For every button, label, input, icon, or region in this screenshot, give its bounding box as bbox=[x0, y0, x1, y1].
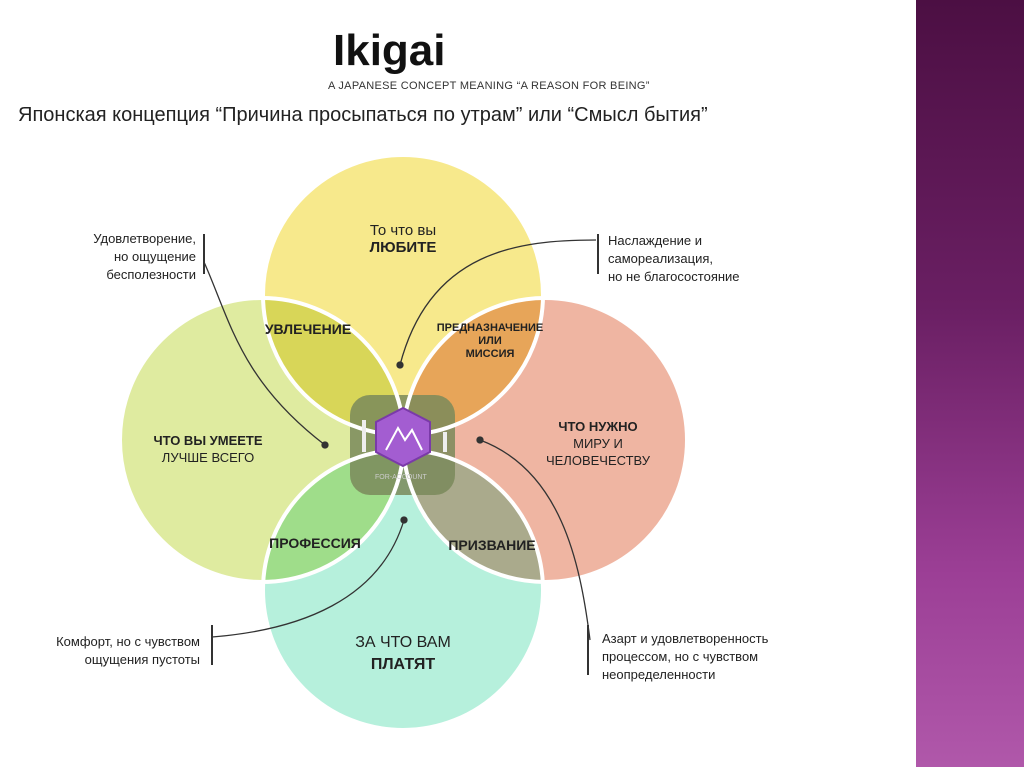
world-needs-line3: ЧЕЛОВЕЧЕСТВУ bbox=[545, 453, 651, 468]
note-line: Наслаждение и bbox=[608, 233, 702, 248]
venn-diagram bbox=[118, 153, 689, 732]
note-line: самореализация, bbox=[608, 251, 713, 266]
passion-label: УВЛЕЧЕНИЕ bbox=[264, 321, 352, 337]
russian-title: Японская концепция “Причина просыпаться … bbox=[18, 104, 708, 126]
note-line: но не благосостояние bbox=[608, 269, 740, 284]
note-top-right: Наслаждение и самореализация, но не благ… bbox=[608, 232, 740, 286]
subtitle: A JAPANESE CONCEPT MEANING “A REASON FOR… bbox=[328, 80, 650, 92]
mission-label: ПРЕДНАЗНАЧЕНИЕ ИЛИ МИССИЯ bbox=[437, 322, 544, 361]
vocation-label: ПРИЗВАНИЕ bbox=[448, 537, 536, 553]
love-line2: ЛЮБИТЕ bbox=[369, 239, 437, 256]
note-line: но ощущение bbox=[113, 249, 196, 264]
good-at-line2: ЛУЧШЕ ВСЕГО bbox=[161, 450, 255, 465]
note-line: неопределенности bbox=[602, 667, 716, 682]
note-line: процессом, но с чувством bbox=[602, 649, 759, 664]
world-needs-line1: ЧТО НУЖНО bbox=[558, 419, 638, 434]
logo-caption: FOR-ACCOUNT bbox=[375, 474, 427, 481]
mission-line1: ПРЕДНАЗНАЧЕНИЕ bbox=[436, 322, 544, 334]
connector-lines bbox=[203, 234, 599, 675]
title: Ikigai bbox=[333, 26, 446, 75]
note-line: Комфорт, но с чувством bbox=[56, 634, 200, 649]
logo-icon bbox=[362, 406, 447, 468]
mission-line3: МИССИЯ bbox=[465, 348, 515, 360]
world-needs-label: ЧТО НУЖНО МИРУ И ЧЕЛОВЕЧЕСТВУ bbox=[546, 418, 650, 469]
paid-for-line1: ЗА ЧТО ВАМ bbox=[355, 634, 451, 651]
mission-line2: ИЛИ bbox=[478, 335, 502, 347]
note-line: ощущения пустоты bbox=[84, 652, 200, 667]
love-line1: То что вы bbox=[369, 222, 437, 239]
world-needs-line2: МИРУ И bbox=[573, 436, 623, 451]
good-at-label: ЧТО ВЫ УМЕЕТЕ ЛУЧШЕ ВСЕГО bbox=[153, 432, 262, 466]
profession-label: ПРОФЕССИЯ bbox=[269, 535, 361, 551]
note-line: Удовлетворение, bbox=[93, 231, 196, 246]
note-top-left: Удовлетворение, но ощущение бесполезност… bbox=[60, 230, 196, 284]
paid-for-line2: ПЛАТЯТ bbox=[370, 656, 436, 673]
note-line: Азарт и удовлетворенность bbox=[602, 631, 769, 646]
purple-side-panel bbox=[916, 0, 1024, 767]
paid-for-label: ЗА ЧТО ВАМ ПЛАТЯТ bbox=[355, 632, 451, 676]
love-label: То что вы ЛЮБИТЕ bbox=[370, 222, 437, 256]
note-bottom-right: Азарт и удовлетворенность процессом, но … bbox=[602, 630, 768, 684]
note-line: бесполезности bbox=[106, 267, 196, 282]
circle-paid-for bbox=[263, 450, 543, 730]
good-at-line1: ЧТО ВЫ УМЕЕТЕ bbox=[153, 433, 263, 448]
note-bottom-left: Комфорт, но с чувством ощущения пустоты bbox=[10, 633, 200, 669]
